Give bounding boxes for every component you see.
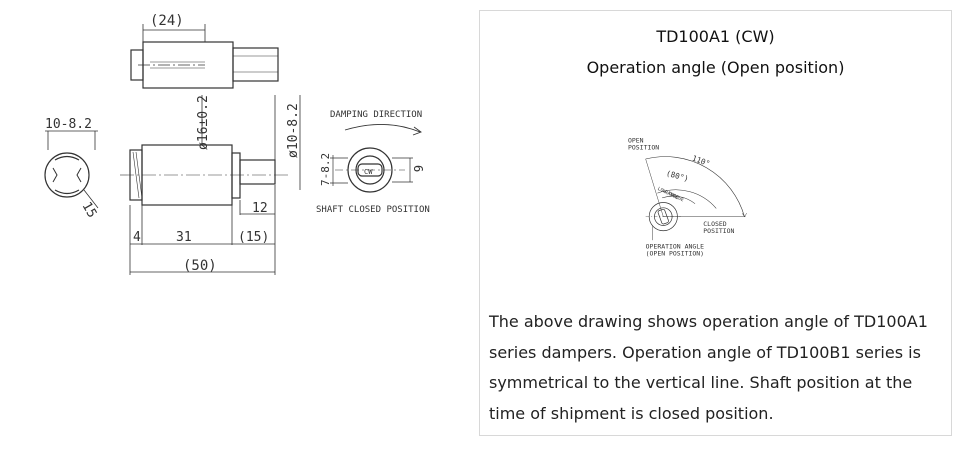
front-view: ø16±0.2 ø10-8.2 12 4 31 (15) (50) bbox=[120, 95, 301, 275]
damping-direction-label: DAMPING DIRECTION bbox=[330, 110, 422, 120]
operation-angle-label-2: (OPEN POSITION) bbox=[646, 249, 704, 257]
angle-80-label: (80°) bbox=[665, 169, 690, 184]
dim-side-15: 15 bbox=[78, 200, 99, 221]
dim-50: (50) bbox=[183, 258, 217, 274]
dim-6: 6 bbox=[411, 165, 425, 172]
end-view-left: 10-8.2 15 bbox=[44, 117, 99, 221]
shaft-closed-position-label: SHAFT CLOSED POSITION bbox=[316, 205, 430, 215]
closed-position-label-1: CLOSED bbox=[703, 220, 726, 228]
operation-angle-diagram: OPEN POSITION 110° (80°) LOW TORQUE RANG… bbox=[628, 137, 748, 257]
dim-diameter-body: ø16±0.2 bbox=[196, 95, 211, 150]
dim-7: 7-8.2 bbox=[319, 153, 332, 186]
angle-110-label: 110° bbox=[691, 154, 711, 169]
damping-direction-view: DAMPING DIRECTION CW 6 7-8.2 SHAFT CLOSE… bbox=[316, 110, 430, 215]
dim-side-flat: 10-8.2 bbox=[45, 117, 92, 132]
card-description: The above drawing shows operation angle … bbox=[489, 312, 928, 423]
cw-label: CW bbox=[364, 168, 373, 176]
card-subtitle: Operation angle (Open position) bbox=[586, 58, 845, 77]
dim-diameter-shaft: ø10-8.2 bbox=[286, 103, 301, 158]
card-title: TD100A1 (CW) bbox=[656, 27, 775, 46]
operation-angle-label-1: OPERATION ANGLE bbox=[646, 242, 705, 250]
open-position-label-2: POSITION bbox=[628, 144, 659, 152]
open-position-label-1: OPEN bbox=[628, 137, 644, 145]
closed-position-label-2: POSITION bbox=[703, 227, 734, 235]
low-torque-label-2: RANGE bbox=[664, 189, 679, 200]
dim-12: 12 bbox=[252, 201, 268, 216]
dim-31: 31 bbox=[176, 230, 192, 245]
dim-15: (15) bbox=[238, 230, 269, 245]
operation-angle-card: TD100A1 (CW) Operation angle (Open posit… bbox=[479, 10, 952, 436]
dim-top: (24) bbox=[150, 13, 184, 29]
dim-4: 4 bbox=[133, 230, 141, 245]
top-view: (24) bbox=[130, 13, 279, 89]
damper-technical-drawing: (24) 10-8.2 15 ø1 bbox=[44, 13, 430, 275]
